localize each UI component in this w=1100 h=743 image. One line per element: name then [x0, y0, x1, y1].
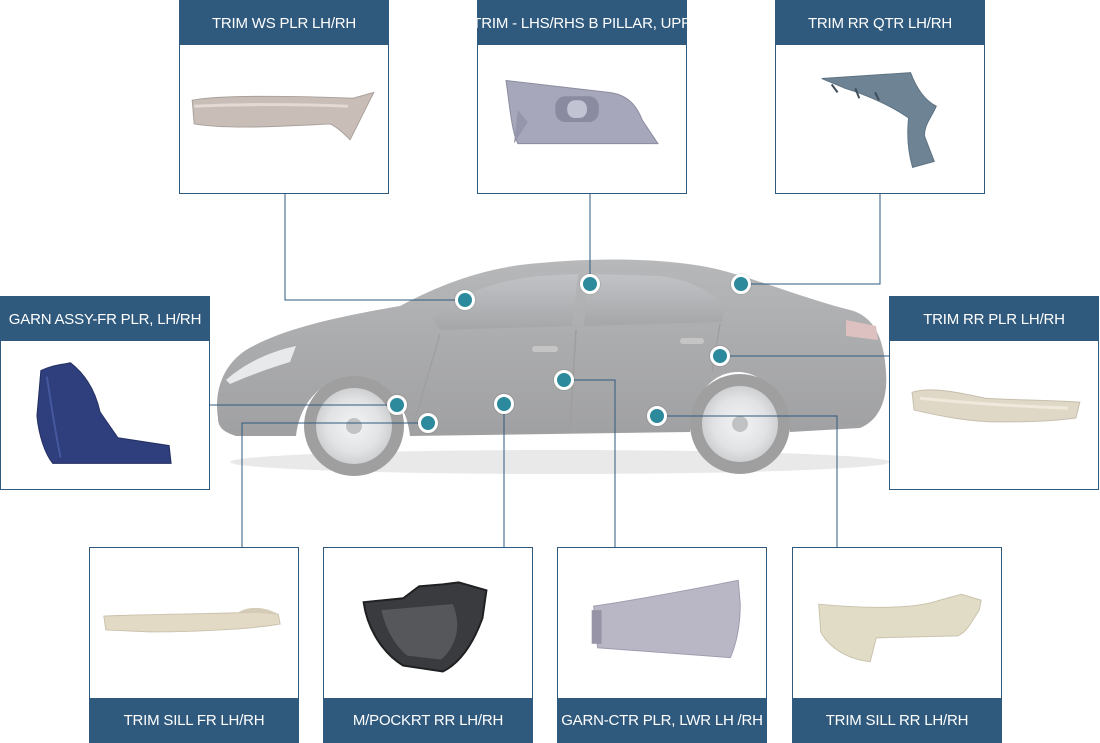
part-card-rr-qtr[interactable]: TRIM RR QTR LH/RH: [775, 0, 985, 194]
part-card-garn-fr-plr[interactable]: GARN ASSY-FR PLR, LH/RH: [0, 296, 210, 490]
b-pillar-trim-icon: [478, 45, 686, 193]
part-card-garn-ctr-plr-lwr[interactable]: GARN-CTR PLR, LWR LH /RH: [557, 547, 767, 743]
marker-m-pocket-rr[interactable]: [494, 394, 514, 414]
leader-line-sill-fr: [241, 422, 428, 547]
part-card-ws-plr[interactable]: TRIM WS PLR LH/RH: [179, 0, 389, 194]
part-label: TRIM SILL RR LH/RH: [793, 698, 1001, 742]
front-sill-trim-icon: [90, 548, 298, 698]
leader-line-sill-rr: [657, 415, 838, 547]
marker-rr-plr[interactable]: [710, 346, 730, 366]
part-card-m-pocket-rr[interactable]: M/POCKRT RR LH/RH: [323, 547, 533, 743]
marker-rr-qtr[interactable]: [731, 274, 751, 294]
part-card-b-pillar-upr[interactable]: TRIM - LHS/RHS B PILLAR, UPR: [472, 0, 692, 194]
windshield-pillar-trim-icon: [180, 45, 388, 193]
part-label: TRIM RR QTR LH/RH: [776, 1, 984, 45]
part-card-rr-plr[interactable]: TRIM RR PLR LH/RH: [889, 296, 1099, 490]
rear-sill-trim-icon: [793, 548, 1001, 698]
sedan-car-icon: [217, 259, 890, 476]
marker-sill-rr[interactable]: [647, 406, 667, 426]
marker-b-pillar-upr[interactable]: [580, 274, 600, 294]
part-label: TRIM SILL FR LH/RH: [90, 698, 298, 742]
center-pillar-lower-garnish-icon: [558, 548, 766, 698]
part-label: GARN ASSY-FR PLR, LH/RH: [1, 297, 209, 341]
marker-sill-fr[interactable]: [418, 413, 438, 433]
part-label: M/POCKRT RR LH/RH: [324, 698, 532, 742]
leader-line-garn-ctr-plr-lwr: [564, 379, 616, 547]
rear-quarter-trim-icon: [776, 45, 984, 193]
leader-line-rr-qtr: [741, 194, 881, 285]
marker-ws-plr[interactable]: [455, 290, 475, 310]
leader-line-ws-plr: [284, 194, 465, 301]
part-card-sill-fr[interactable]: TRIM SILL FR LH/RH: [89, 547, 299, 743]
rear-pillar-trim-icon: [890, 341, 1098, 489]
marker-garn-ctr-plr-lwr[interactable]: [554, 370, 574, 390]
map-pocket-icon: [324, 548, 532, 698]
part-label: TRIM WS PLR LH/RH: [180, 1, 388, 45]
part-card-sill-rr[interactable]: TRIM SILL RR LH/RH: [792, 547, 1002, 743]
marker-garn-fr-plr[interactable]: [387, 395, 407, 415]
part-label: GARN-CTR PLR, LWR LH /RH: [558, 698, 766, 742]
part-label: TRIM RR PLR LH/RH: [890, 297, 1098, 341]
front-pillar-garnish-icon: [1, 341, 209, 489]
part-label: TRIM - LHS/RHS B PILLAR, UPR: [472, 1, 692, 45]
